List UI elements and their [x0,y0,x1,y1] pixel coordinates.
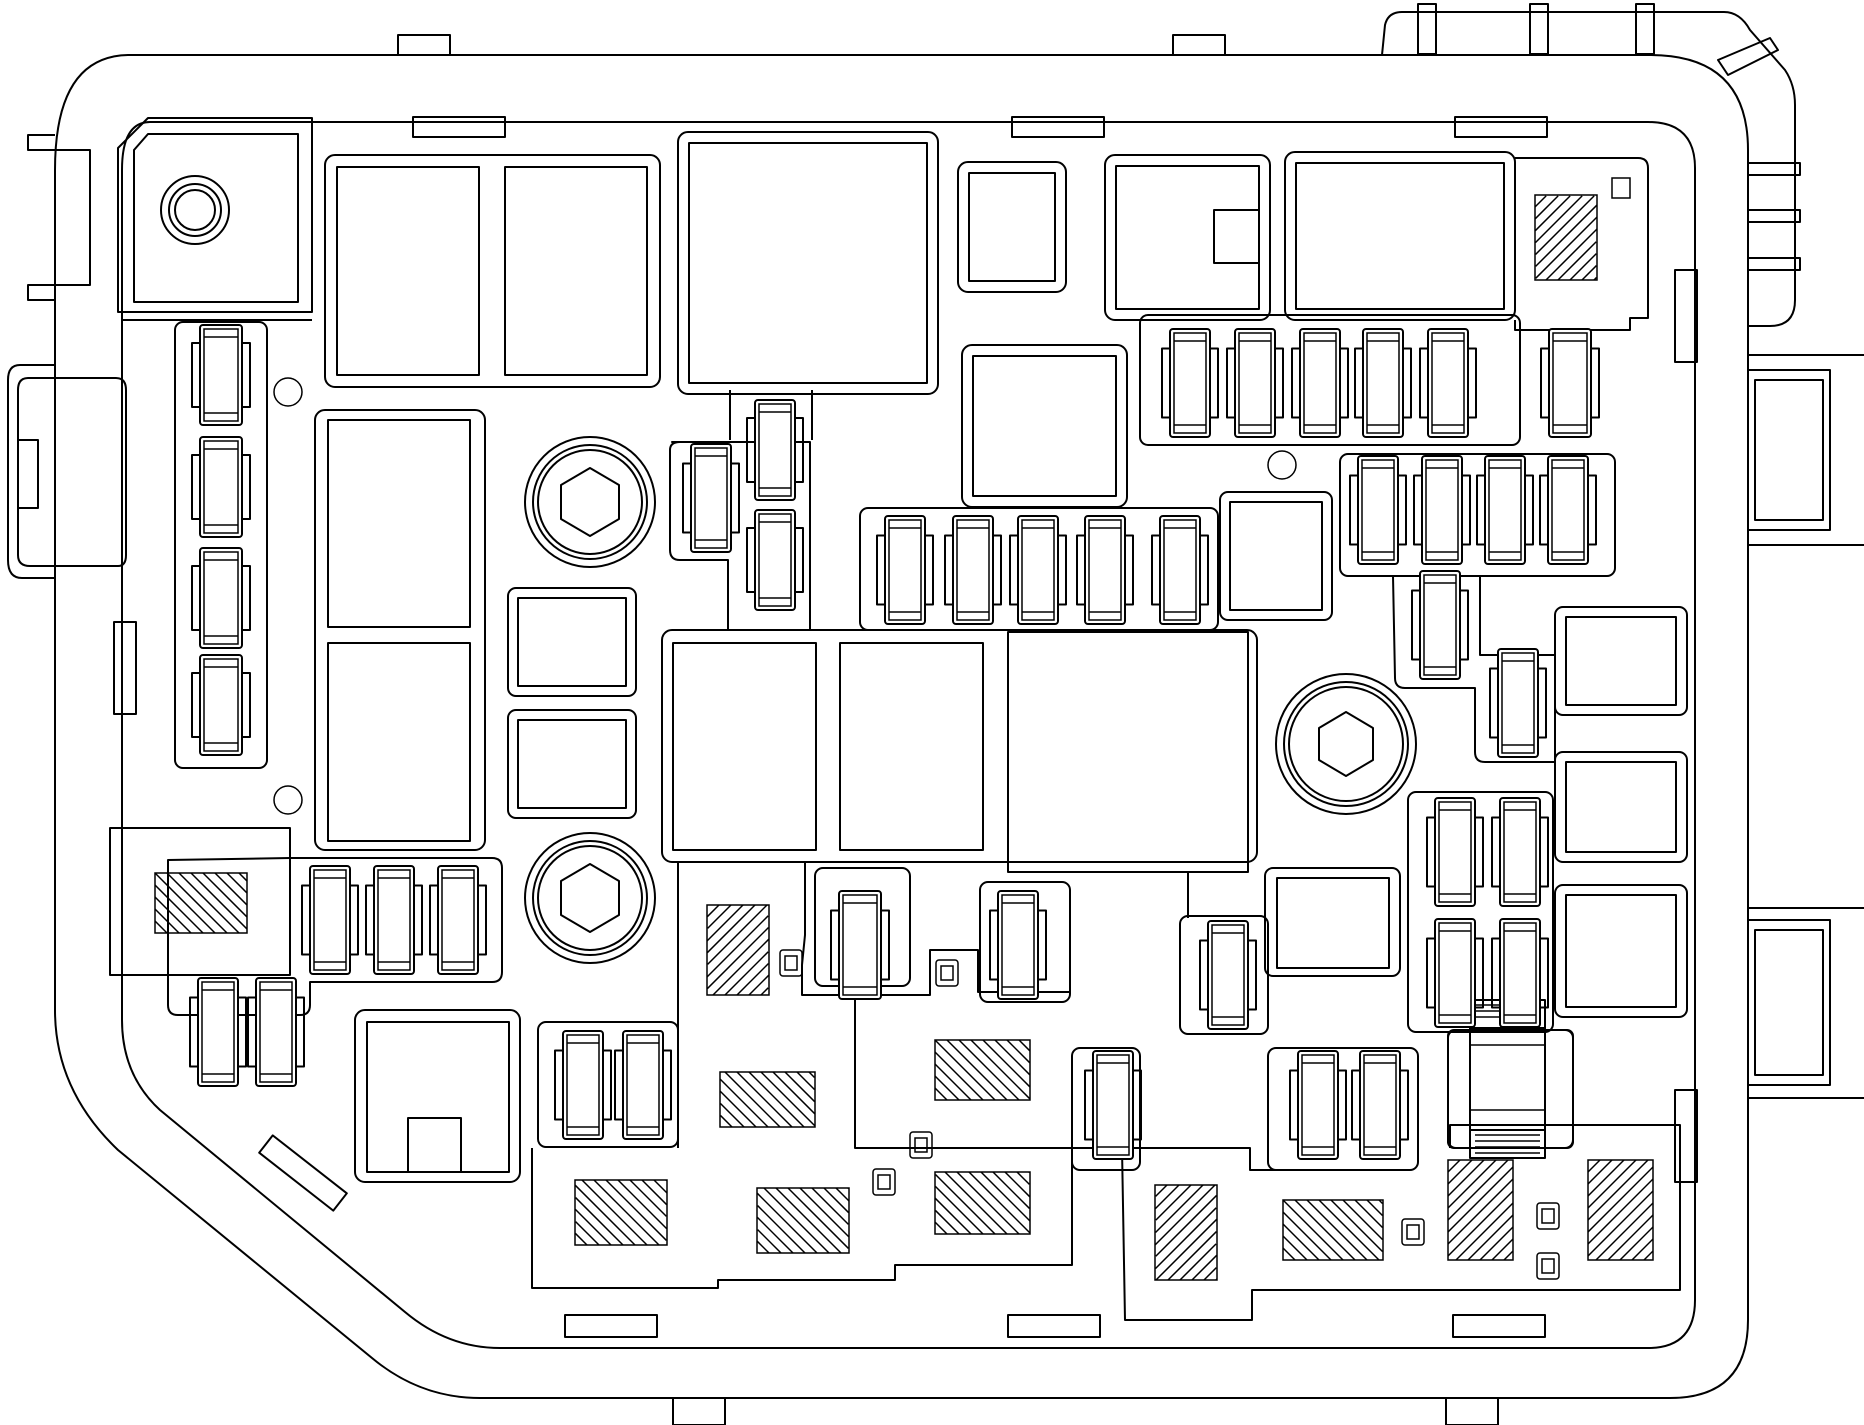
blade-fuse-5 [301,865,359,975]
hex-studs [524,436,1417,964]
blade-fuse-33 [1084,1050,1142,1160]
relays [314,131,1688,1183]
hatched-area-7 [756,1187,850,1254]
blade-fuse-7 [429,865,487,975]
blade-fuse-2 [191,436,251,538]
blade-fuse-17 [1151,515,1209,625]
blade-fuse-16 [1076,515,1134,625]
blade-fuse-26 [1476,455,1534,565]
fuse-carriers [167,314,1616,1171]
blade-fuse-3 [191,547,251,649]
blade-fuse-1 [191,324,251,426]
hatched-area-12 [1587,1159,1654,1261]
blade-fuse-6 [365,865,423,975]
blade-fuse-25 [1413,455,1471,565]
blade-fuse-24 [1349,455,1407,565]
pin-hole-4 [872,1168,896,1196]
blade-fuse-31 [989,890,1047,1000]
blade-fuse-19 [1226,328,1284,438]
blade-fuse-29 [1489,648,1547,758]
pin-hole-1 [779,949,803,977]
hatched-area-4 [719,1071,816,1128]
housing-outline [54,54,1749,1399]
right-side-connectors [1747,354,1864,1099]
pin-hole-2 [935,959,959,987]
hatched-areas [154,194,1654,1281]
pin-hole-7 [1536,1252,1560,1280]
blade-fuse-36 [1289,1050,1347,1160]
blade-fuse-9 [247,977,305,1087]
bottom-tabs [672,1397,1499,1425]
hatched-area-1 [1534,194,1598,281]
pin-hole-5 [1401,1218,1425,1246]
blade-fuse-10 [682,443,740,553]
blade-fuse-8 [189,977,247,1087]
rim-clips [113,34,1698,1338]
pin-hole-6 [1536,1202,1560,1230]
blade-fuse-12 [746,509,804,611]
left-side-connector [7,134,127,579]
blade-fuse-11 [746,399,804,501]
blade-fuse-35 [614,1030,672,1140]
hatched-area-11 [1447,1159,1514,1261]
blade-fuse-4 [191,654,251,756]
blade-fuse-22 [1419,328,1477,438]
blade-fuse-30 [830,890,890,1000]
blade-fuse-40 [1426,918,1484,1028]
top-right-connector-housing [1381,3,1801,327]
hatched-area-9 [1154,1184,1218,1281]
power-stud-block [117,117,1297,815]
blade-fuse-39 [1491,797,1549,907]
hatched-area-5 [934,1039,1031,1101]
blade-fuse-41 [1491,918,1549,1028]
blade-fuse-14 [944,515,1002,625]
blade-fuse-20 [1291,328,1349,438]
blade-fuses [189,324,1600,1160]
blade-fuse-21 [1354,328,1412,438]
blade-fuse-18 [1161,328,1219,438]
hatched-area-3 [706,904,770,996]
blade-fuse-15 [1009,515,1067,625]
pin-hole-3 [909,1131,933,1159]
blade-fuse-23 [1540,328,1600,438]
pin-holes [779,949,1560,1280]
hatched-area-6 [574,1179,668,1246]
blade-fuse-28 [1411,570,1469,680]
blade-fuse-37 [1351,1050,1409,1160]
blade-fuse-34 [554,1030,612,1140]
blade-fuse-38 [1426,797,1484,907]
hatched-area-8 [934,1171,1031,1235]
blade-fuse-27 [1539,455,1597,565]
board-outlines [109,319,1681,1321]
hatched-area-10 [1282,1199,1384,1261]
hatched-area-2 [154,872,248,934]
blade-fuse-32 [1199,920,1257,1030]
blade-fuse-13 [876,515,934,625]
